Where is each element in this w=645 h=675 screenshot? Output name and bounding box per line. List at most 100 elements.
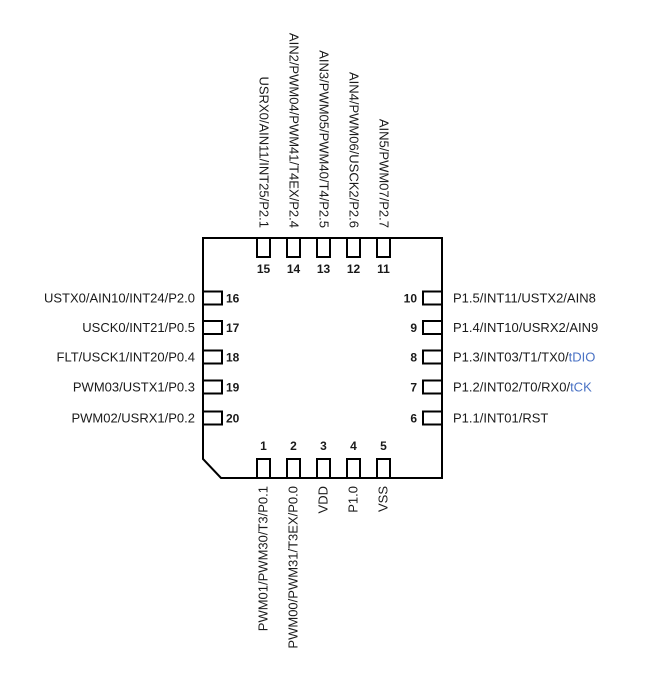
pin-label: PWM01/PWM30/T3/P0.1: [256, 486, 271, 631]
pin-pad: [202, 349, 223, 365]
pin-label: USRX0/AIN11/INT25/P2.1: [257, 77, 272, 229]
pin-label: P1.1/INT01/RST: [453, 411, 548, 426]
pin-label: P1.0: [346, 486, 361, 513]
pin-label-text: PWM01/PWM30/T3/P0.1: [256, 486, 271, 631]
pin-13: 13 AIN3/PWM05/PWM40/T4/P2.5: [316, 50, 332, 276]
pin-14: 14 AIN2/PWM04/PWM41/T4EX/P2.4: [286, 33, 302, 276]
pin-number: 18: [226, 351, 240, 365]
pin-label-text: AIN5/PWM07/P2.7: [377, 119, 392, 228]
pin-label: P1.2/INT02/T0/RX0/tCK: [453, 380, 592, 395]
pin-label-text: USRX0/AIN11/INT25/P2.1: [257, 77, 272, 229]
pin-8: 8 P1.3/INT03/T1/TX0/tDIO: [410, 349, 595, 365]
pin-number: 13: [317, 262, 331, 276]
pin-label: P1.3/INT03/T1/TX0/tDIO: [453, 350, 595, 365]
pin-label: PWM03/USTX1/P0.3: [73, 380, 195, 395]
pin-6: 6 P1.1/INT01/RST: [410, 410, 548, 426]
pin-label-text: AIN4/PWM06/USCK2/P2.6: [347, 72, 362, 228]
pin-pad: [256, 237, 271, 258]
pin-20: 20 PWM02/USRX1/P0.2: [71, 410, 240, 426]
pin-label: AIN2/PWM04/PWM41/T4EX/P2.4: [287, 33, 302, 228]
pin-4: 4P1.0: [346, 439, 361, 513]
pin-number: 7: [410, 381, 417, 395]
pin-pad: [286, 237, 301, 258]
pin-pad: [422, 320, 443, 335]
pin-pad: [202, 379, 223, 395]
pin-pad: [422, 290, 443, 306]
pin-label-text: PWM00/PWM31/T3EX/P0.0: [286, 486, 301, 649]
pin-label-text: P1.2/INT02/T0/RX0/: [453, 380, 570, 395]
pin-number: 20: [226, 412, 240, 426]
pin-label-debug-highlight: tDIO: [569, 350, 596, 365]
pin-11: 11 AIN5/PWM07/P2.7: [376, 119, 392, 276]
pin-label-text: FLT/USCK1/INT20/P0.4: [57, 350, 195, 365]
pin-number: 10: [404, 292, 418, 306]
pin-number: 9: [410, 321, 417, 335]
pin-label-text: P1.1/INT01/RST: [453, 411, 548, 426]
pin-label: P1.5/INT11/USTX2/AIN8: [453, 291, 596, 306]
pin-label-text: P1.0: [346, 486, 361, 513]
pin-19: 19 PWM03/USTX1/P0.3: [73, 379, 240, 395]
pin-9: 9 P1.4/INT10/USRX2/AIN9: [410, 320, 598, 335]
pin-7: 7 P1.2/INT02/T0/RX0/tCK: [410, 379, 592, 395]
pin-label-text: P1.4/INT10/USRX2/AIN9: [453, 320, 598, 335]
pin-15: 15 USRX0/AIN11/INT25/P2.1: [256, 77, 272, 276]
pin-label-text: P1.3/INT03/T1/TX0/: [453, 350, 569, 365]
pin-number: 2: [290, 439, 297, 453]
pin-17: 17 USCK0/INT21/P0.5: [82, 320, 240, 335]
pin-label: VDD: [316, 486, 331, 513]
pin-label-text: VSS: [376, 486, 391, 512]
pin-10: 10 P1.5/INT11/USTX2/AIN8: [404, 290, 596, 306]
pin-label: USCK0/INT21/P0.5: [82, 320, 195, 335]
pin-pad: [202, 290, 223, 306]
pin-18: 18 FLT/USCK1/INT20/P0.4: [57, 349, 240, 365]
pin-number: 8: [410, 351, 417, 365]
pin-number: 12: [347, 262, 361, 276]
pin-pad: [256, 458, 271, 479]
pin-label: AIN5/PWM07/P2.7: [377, 119, 392, 228]
pin-label: AIN3/PWM05/PWM40/T4/P2.5: [317, 50, 332, 228]
pin-label: P1.4/INT10/USRX2/AIN9: [453, 320, 598, 335]
pin-pad: [422, 410, 443, 426]
pin-pad: [422, 379, 443, 395]
pin-pad: [346, 458, 361, 479]
pin-number: 15: [257, 262, 271, 276]
pin-label: VSS: [376, 486, 391, 512]
pin-number: 19: [226, 381, 240, 395]
pin-pad: [316, 237, 331, 258]
pin-pad: [376, 458, 391, 479]
pin-label-text: USTX0/AIN10/INT24/P2.0: [44, 291, 195, 306]
pin-pad: [286, 458, 301, 479]
pin-label: PWM00/PWM31/T3EX/P0.0: [286, 486, 301, 649]
pin-pad: [202, 410, 223, 426]
pin-pad: [202, 320, 223, 335]
pin-label: PWM02/USRX1/P0.2: [71, 411, 195, 426]
pin-number: 17: [226, 321, 240, 335]
pin-number: 4: [350, 439, 357, 453]
pin-label: AIN4/PWM06/USCK2/P2.6: [347, 72, 362, 228]
pin-number: 5: [380, 439, 387, 453]
pin-pad: [316, 458, 331, 479]
pin-number: 16: [226, 292, 240, 306]
pin-label: FLT/USCK1/INT20/P0.4: [57, 350, 195, 365]
pin-number: 11: [377, 262, 390, 276]
pin-label-text: AIN2/PWM04/PWM41/T4EX/P2.4: [287, 33, 302, 228]
pin-number: 6: [410, 412, 417, 426]
pin-label-text: PWM02/USRX1/P0.2: [71, 411, 195, 426]
pin-label-text: USCK0/INT21/P0.5: [82, 320, 195, 335]
pin-pad: [376, 237, 391, 258]
pin-number: 3: [320, 439, 327, 453]
pin-label: USTX0/AIN10/INT24/P2.0: [44, 291, 195, 306]
pin-number: 1: [260, 439, 267, 453]
pin-pad: [422, 349, 443, 365]
pin-label-text: AIN3/PWM05/PWM40/T4/P2.5: [317, 50, 332, 228]
pin-label-text: PWM03/USTX1/P0.3: [73, 380, 195, 395]
pin-pad: [346, 237, 361, 258]
pin-number: 14: [287, 262, 301, 276]
pin-12: 12 AIN4/PWM06/USCK2/P2.6: [346, 72, 362, 276]
